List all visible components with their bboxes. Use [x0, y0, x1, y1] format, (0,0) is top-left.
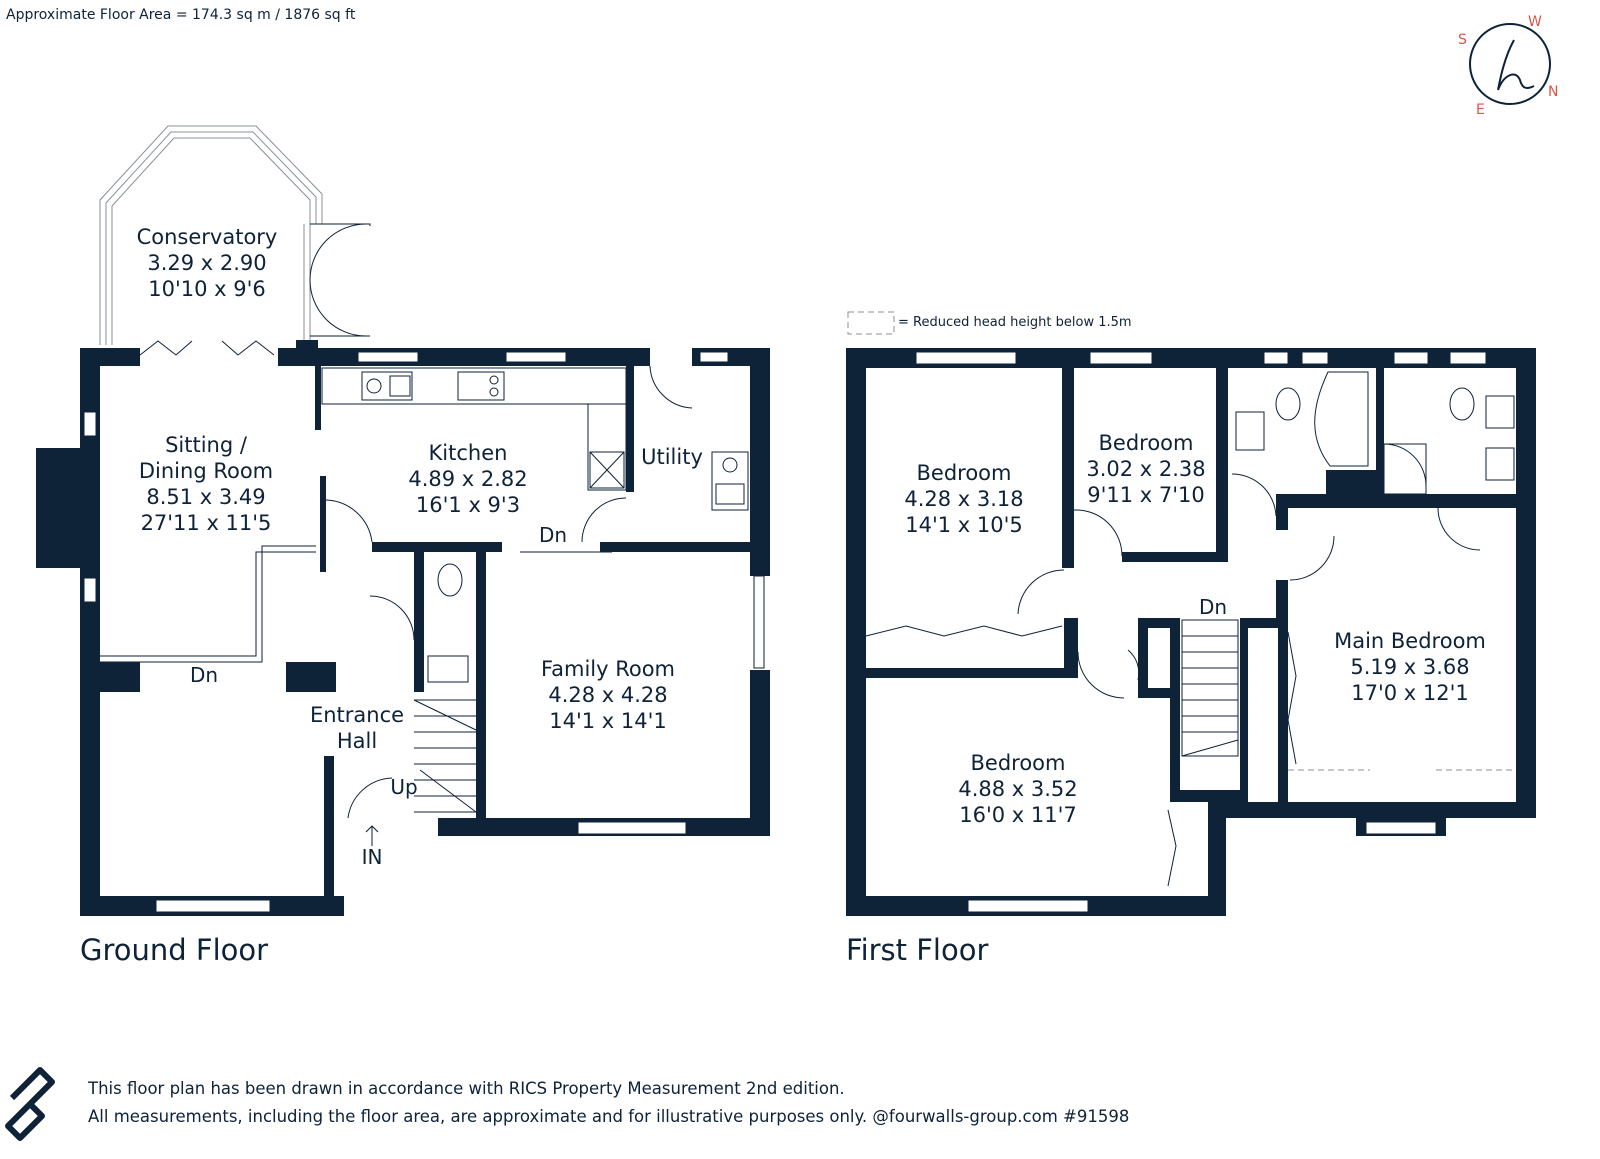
conservatory-name: Conservatory: [137, 225, 278, 249]
entrance-hall-name-line2: Hall: [337, 729, 377, 753]
sitting-room-imperial: 27'11 x 11'5: [141, 511, 272, 535]
ground-floor-windows: [83, 351, 765, 913]
main-bedroom-imperial: 17'0 x 12'1: [1351, 681, 1469, 705]
entrance-arrow-icon: [365, 825, 379, 846]
kitchen-name: Kitchen: [429, 441, 508, 465]
footer-disclaimer: All measurements, including the floor ar…: [88, 1107, 1129, 1126]
kitchen-imperial: 16'1 x 9'3: [416, 493, 520, 517]
reduced-height-legend-text: = Reduced head height below 1.5m: [898, 315, 1132, 330]
first-floor-plan: = Reduced head height below 1.5m: [846, 311, 1536, 967]
ground-floor-title: Ground Floor: [80, 933, 268, 967]
kitchen-metric: 4.89 x 2.82: [408, 467, 527, 491]
stairs-up-label: Up: [390, 775, 417, 799]
main-bedroom-metric: 5.19 x 3.68: [1350, 655, 1469, 679]
compass-west: W: [1528, 14, 1542, 30]
first-floor-title: First Floor: [846, 933, 988, 967]
ground-floor-plan: Conservatory 3.29 x 2.90 10'10 x 9'6 Sit…: [36, 125, 770, 967]
conservatory-metric: 3.29 x 2.90: [147, 251, 266, 275]
stairs-dn-label: Dn: [1199, 595, 1227, 619]
compass-logo-icon: S W N E: [1458, 14, 1558, 118]
first-floor-labels: Bedroom 4.28 x 3.18 14'1 x 10'5 Bedroom …: [846, 431, 1486, 967]
family-room-metric: 4.28 x 4.28: [548, 683, 667, 707]
utility-name: Utility: [641, 445, 703, 469]
floor-area-text: Approximate Floor Area = 174.3 sq m / 18…: [6, 7, 356, 23]
fourwalls-logo-icon: [5, 1067, 55, 1141]
first-floor-windows: [915, 351, 1487, 913]
bedroom-b-imperial: 9'11 x 7'10: [1087, 483, 1205, 507]
ground-floor-labels: Conservatory 3.29 x 2.90 10'10 x 9'6 Sit…: [80, 225, 703, 967]
reduced-height-legend-icon: [847, 311, 895, 335]
conservatory-imperial: 10'10 x 9'6: [148, 277, 266, 301]
conservatory-outline: [99, 125, 371, 356]
first-floor-fixtures: [865, 371, 1516, 887]
bedroom-c-name: Bedroom: [971, 751, 1066, 775]
compass-north: N: [1548, 84, 1558, 100]
bedroom-b-metric: 3.02 x 2.38: [1086, 457, 1205, 481]
compass-south: S: [1458, 32, 1467, 48]
bedroom-c-imperial: 16'0 x 11'7: [959, 803, 1077, 827]
entrance-in-label: IN: [362, 845, 383, 869]
bedroom-c-metric: 4.88 x 3.52: [958, 777, 1077, 801]
sitting-dn-label: Dn: [190, 663, 218, 687]
entrance-hall-name-line1: Entrance: [310, 703, 404, 727]
compass-east: E: [1476, 102, 1485, 118]
footer-rics-note: This floor plan has been drawn in accord…: [87, 1079, 845, 1098]
ground-floor-fixtures: [100, 365, 749, 819]
bedroom-a-imperial: 14'1 x 10'5: [905, 513, 1023, 537]
kitchen-dn-label: Dn: [539, 523, 567, 547]
sitting-room-name-line2: Dining Room: [139, 459, 273, 483]
bedroom-a-metric: 4.28 x 3.18: [904, 487, 1023, 511]
family-room-name: Family Room: [541, 657, 675, 681]
sitting-room-name-line1: Sitting /: [165, 433, 248, 457]
bedroom-b-name: Bedroom: [1099, 431, 1194, 455]
sitting-room-metric: 8.51 x 3.49: [146, 485, 265, 509]
main-bedroom-name: Main Bedroom: [1334, 629, 1486, 653]
family-room-imperial: 14'1 x 14'1: [549, 709, 667, 733]
bedroom-a-name: Bedroom: [917, 461, 1012, 485]
